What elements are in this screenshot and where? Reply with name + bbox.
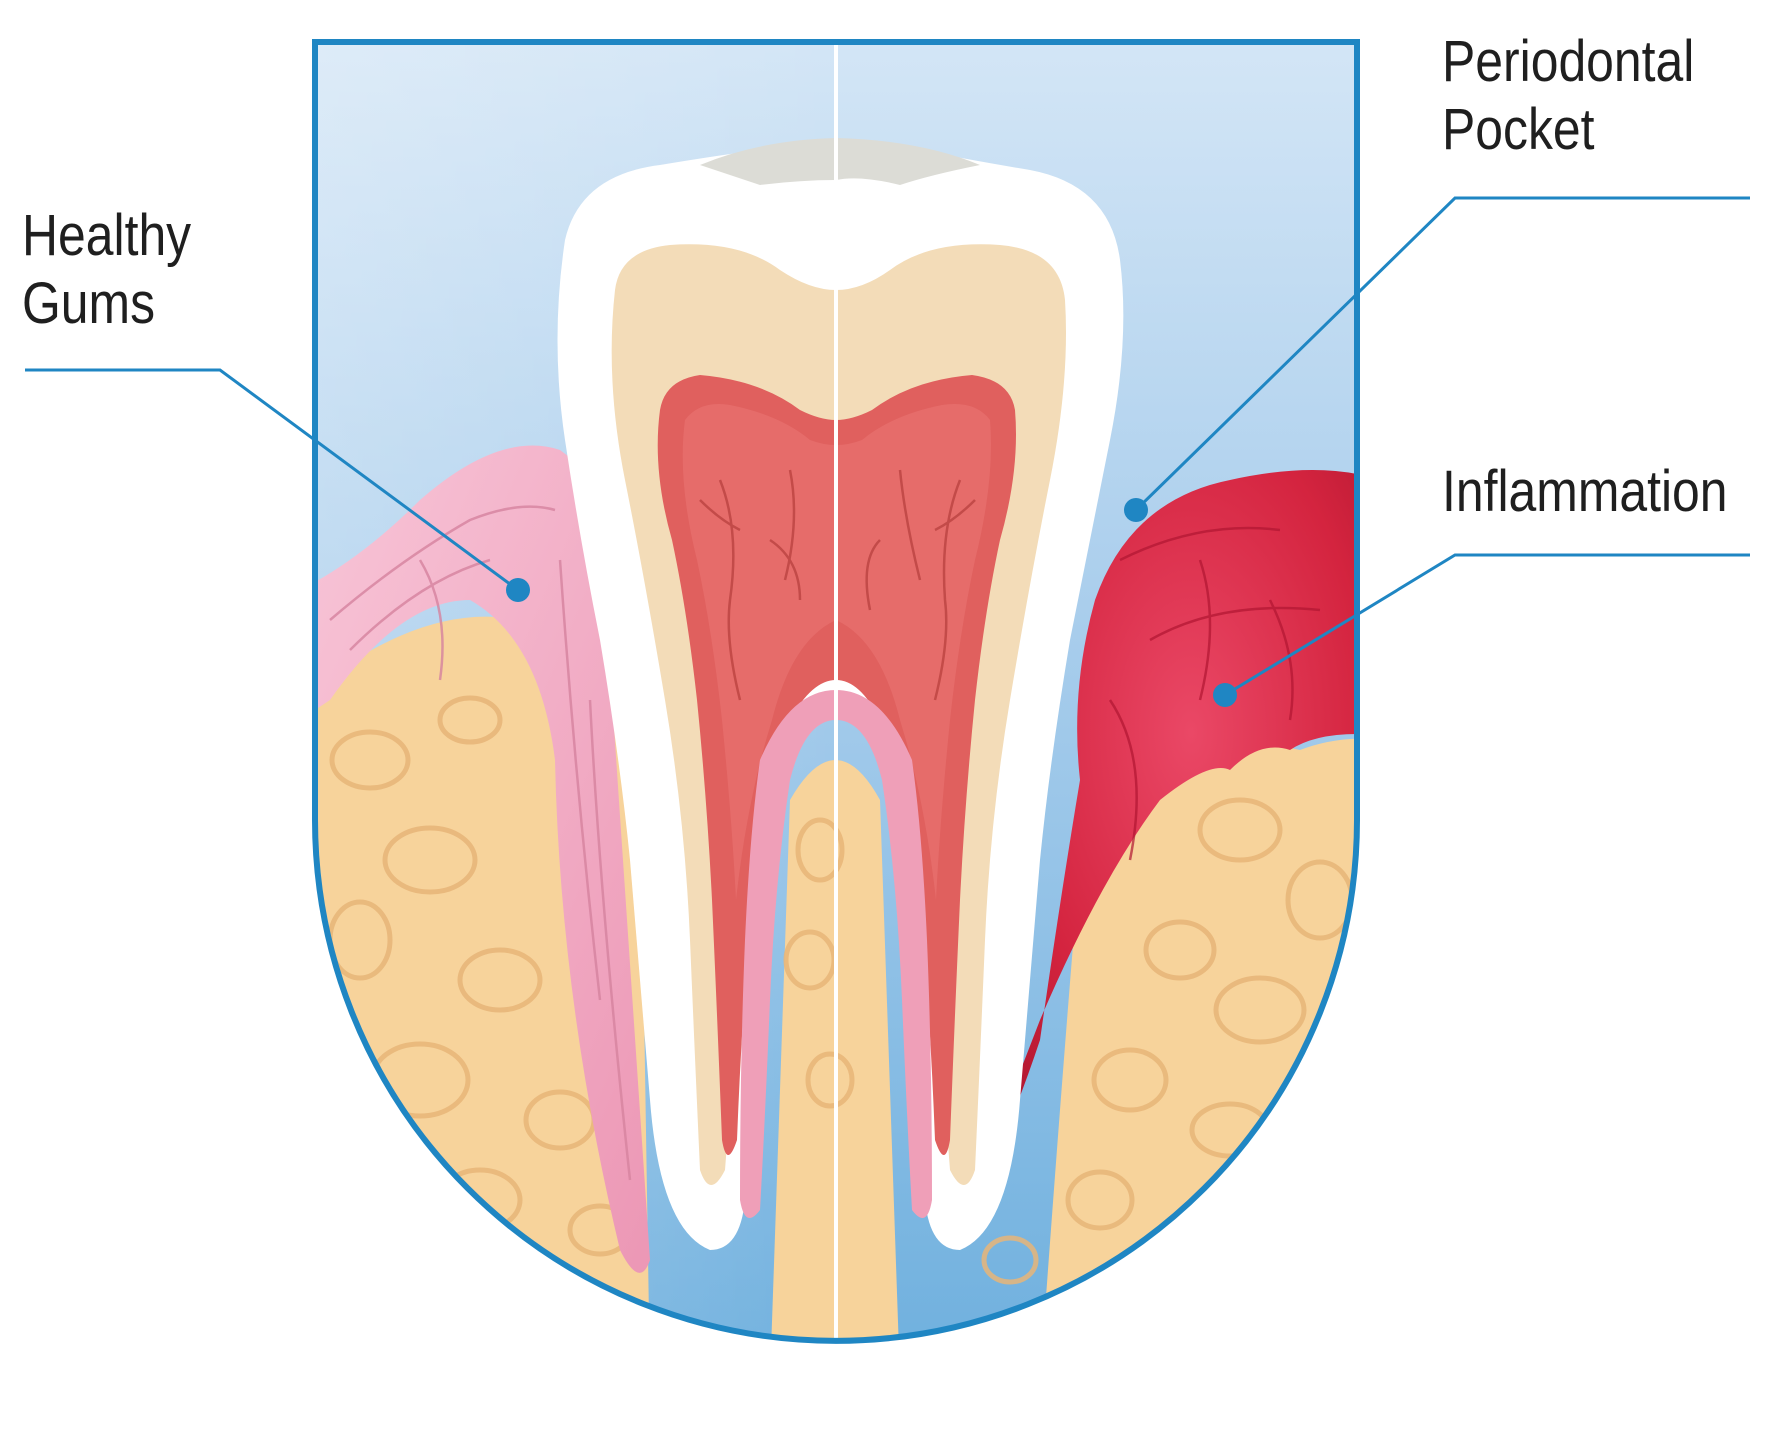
- periodontal-ligament-right: [836, 690, 932, 1218]
- inflamed-gum-veins: [1108, 526, 1321, 861]
- periodontal-ligament-left: [740, 690, 836, 1218]
- label-healthy-gums-line1: Healthy: [22, 203, 192, 268]
- dot-periodontal-pocket: [1124, 498, 1148, 522]
- frame-content: [315, 42, 1357, 1341]
- healthy-gum: [315, 445, 650, 1273]
- healthy-gum-veins: [329, 505, 632, 1181]
- label-inflammation-text: Inflammation: [1442, 459, 1728, 524]
- inflamed-gum: [960, 470, 1357, 1220]
- diagram-frame: [312, 39, 1360, 1344]
- label-periodontal-pocket-line1: Periodontal: [1442, 29, 1695, 94]
- leader-healthy-gums: [25, 368, 519, 592]
- label-healthy-gums-line2: Gums: [22, 271, 156, 336]
- label-periodontal-pocket: Periodontal Pocket: [1442, 28, 1694, 164]
- leader-inflammation: [1224, 553, 1750, 697]
- dot-inflammation: [1213, 683, 1237, 707]
- dot-healthy-gums: [506, 578, 530, 602]
- label-inflammation: Inflammation: [1442, 458, 1728, 526]
- leader-periodontal-pocket: [1134, 196, 1750, 512]
- pulp-nerves: [699, 469, 976, 701]
- callout-lines: [25, 196, 1750, 697]
- tooth-crown-top: [700, 138, 980, 185]
- tooth-pulp-inner: [682, 404, 991, 900]
- label-healthy-gums: Healthy Gums: [22, 202, 191, 338]
- label-periodontal-pocket-line2: Pocket: [1442, 97, 1595, 162]
